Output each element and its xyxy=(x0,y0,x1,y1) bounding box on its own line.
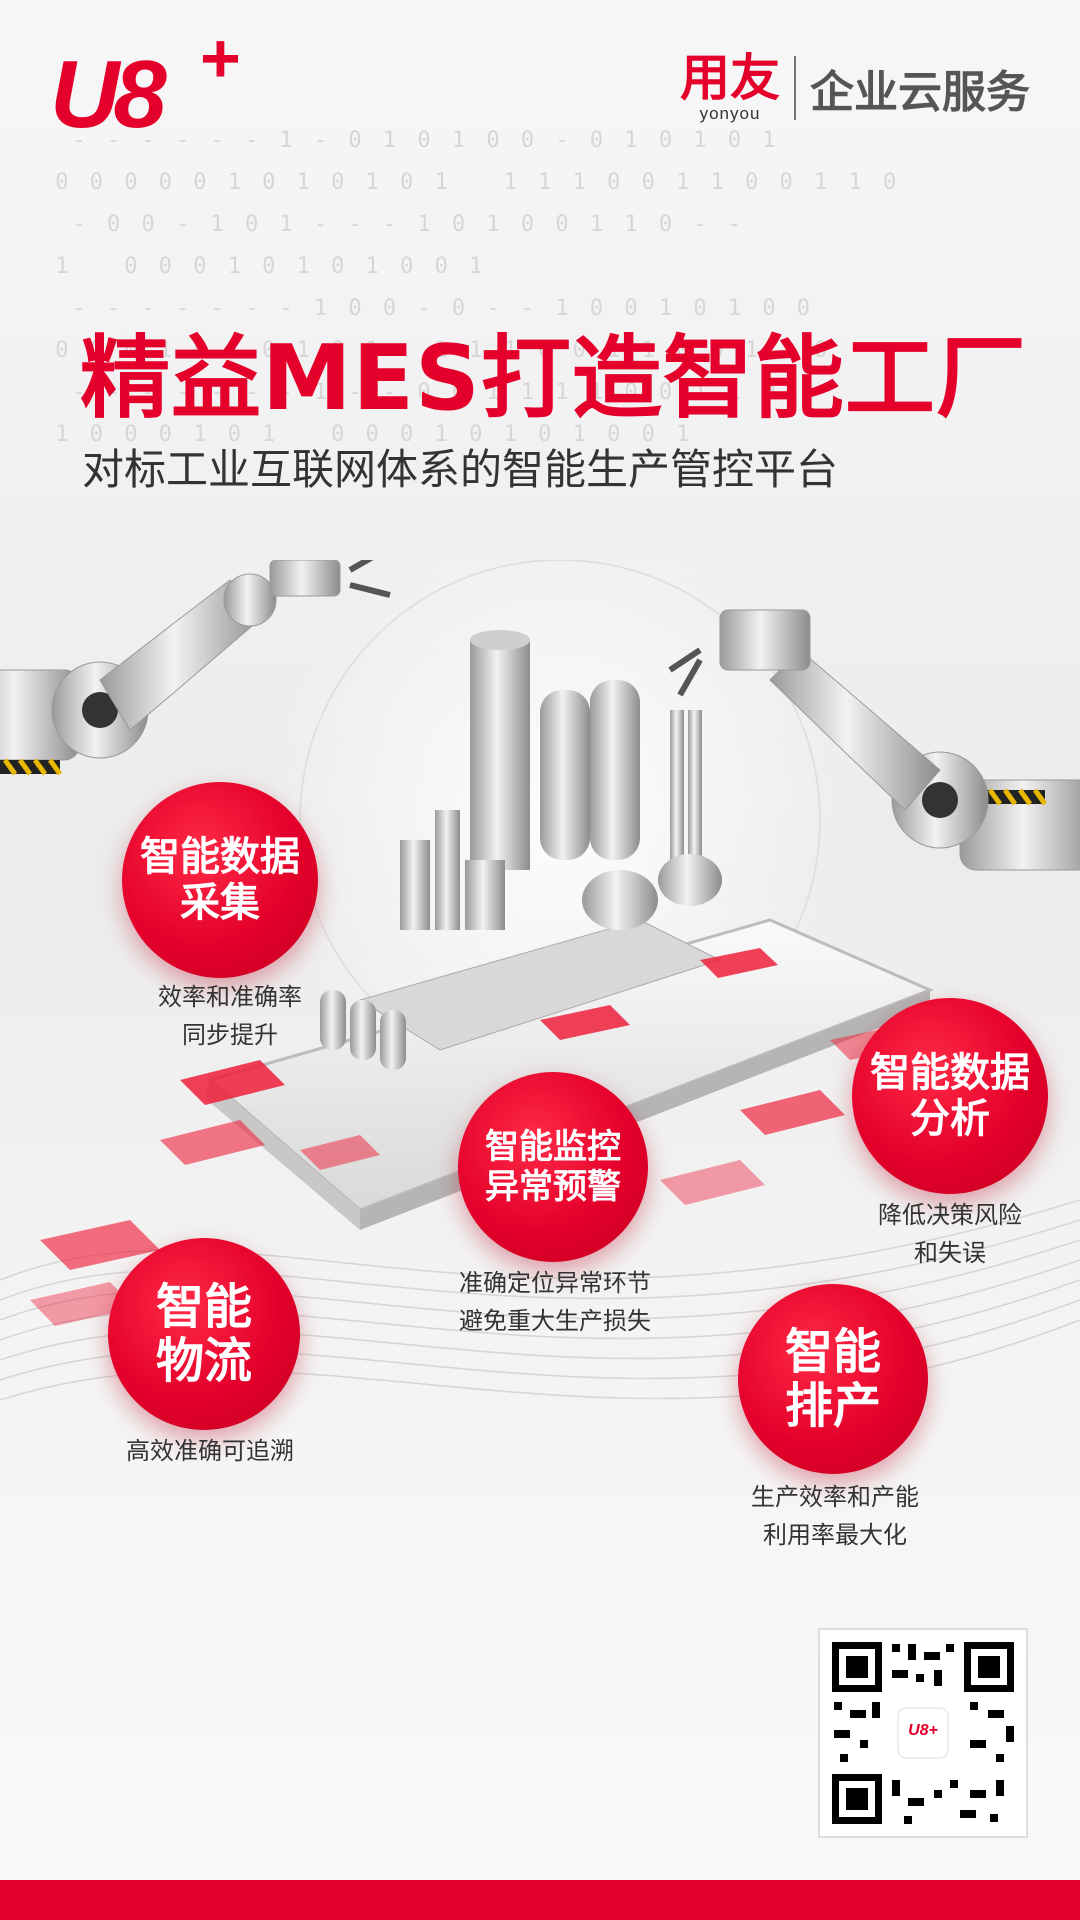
caption-line2: 和失误 xyxy=(914,1239,986,1267)
caption-line1: 生产效率和产能 xyxy=(751,1483,919,1511)
caption-line2: 避免重大生产损失 xyxy=(459,1307,651,1335)
feature-label-line1: 智能监控 xyxy=(485,1127,621,1167)
brand-divider xyxy=(794,56,796,120)
caption-line2: 同步提升 xyxy=(182,1021,278,1049)
yonyou-logo: 用友 yonyou xyxy=(680,52,780,124)
left-robot-arm xyxy=(0,560,391,776)
right-robot-arm xyxy=(668,609,1080,871)
feature-caption-scheduling: 生产效率和产能 利用率最大化 xyxy=(720,1478,950,1554)
factory-illustration xyxy=(0,560,1080,1401)
brand-name-en: yonyou xyxy=(699,104,761,123)
caption-line1: 准确定位异常环节 xyxy=(459,1269,651,1297)
feature-label-line2: 采集 xyxy=(180,880,260,926)
feature-label-line2: 排产 xyxy=(784,1378,881,1434)
feature-label-line1: 智能数据 xyxy=(870,1050,1030,1096)
caption-line1: 降低决策风险 xyxy=(878,1201,1022,1229)
feature-caption-data-collection: 效率和准确率 同步提升 xyxy=(120,978,340,1054)
u8-plus-logo: U8 + xyxy=(50,19,241,150)
caption-line2: 利用率最大化 xyxy=(763,1521,907,1549)
binary-pattern-decoration: - - - - - - 1 - 0 1 0 1 0 0 - 0 1 0 1 0 … xyxy=(55,128,901,447)
qr-badge-logo: U8+ xyxy=(908,1722,938,1739)
feature-caption-logistics: 高效准确可追溯 xyxy=(100,1432,320,1470)
yonyou-brand: 用友 yonyou 企业云服务 xyxy=(680,52,1030,124)
feature-label-line1: 智能 xyxy=(155,1279,252,1335)
red-tiles xyxy=(30,948,920,1326)
feature-label-line2: 异常预警 xyxy=(485,1167,621,1207)
logo-text: U8 xyxy=(50,41,167,148)
feature-label-line1: 智能数据 xyxy=(140,834,300,880)
feature-caption-monitoring-alert: 准确定位异常环节 避免重大生产损失 xyxy=(420,1264,690,1340)
feature-label-line2: 物流 xyxy=(155,1333,252,1389)
bottom-red-bar xyxy=(0,1880,1080,1920)
feature-circle-data-analysis: 智能数据 分析 xyxy=(852,998,1048,1194)
page-title: 精益MES打造智能工厂 xyxy=(80,326,1027,431)
factory-model xyxy=(320,630,722,1070)
caption-line1: 效率和准确率 xyxy=(158,983,302,1011)
feature-circle-data-collection: 智能数据 采集 xyxy=(122,782,318,978)
feature-caption-data-analysis: 降低决策风险 和失误 xyxy=(840,1196,1060,1272)
qr-code[interactable]: U8+ xyxy=(818,1628,1028,1838)
feature-circle-scheduling: 智能 排产 xyxy=(738,1284,928,1474)
logo-plus: + xyxy=(200,19,241,97)
brand-name-cn: 用友 xyxy=(680,49,780,107)
feature-label-line1: 智能 xyxy=(784,1324,881,1380)
brand-service-label: 企业云服务 xyxy=(810,67,1030,118)
page-subtitle: 对标工业互联网体系的智能生产管控平台 xyxy=(82,445,839,494)
caption-line1: 高效准确可追溯 xyxy=(126,1437,294,1465)
feature-label-line2: 分析 xyxy=(910,1096,990,1142)
feature-circle-logistics: 智能 物流 xyxy=(108,1238,300,1430)
feature-circle-monitoring-alert: 智能监控 异常预警 xyxy=(458,1072,648,1262)
qr-code-pattern xyxy=(832,1642,1014,1824)
